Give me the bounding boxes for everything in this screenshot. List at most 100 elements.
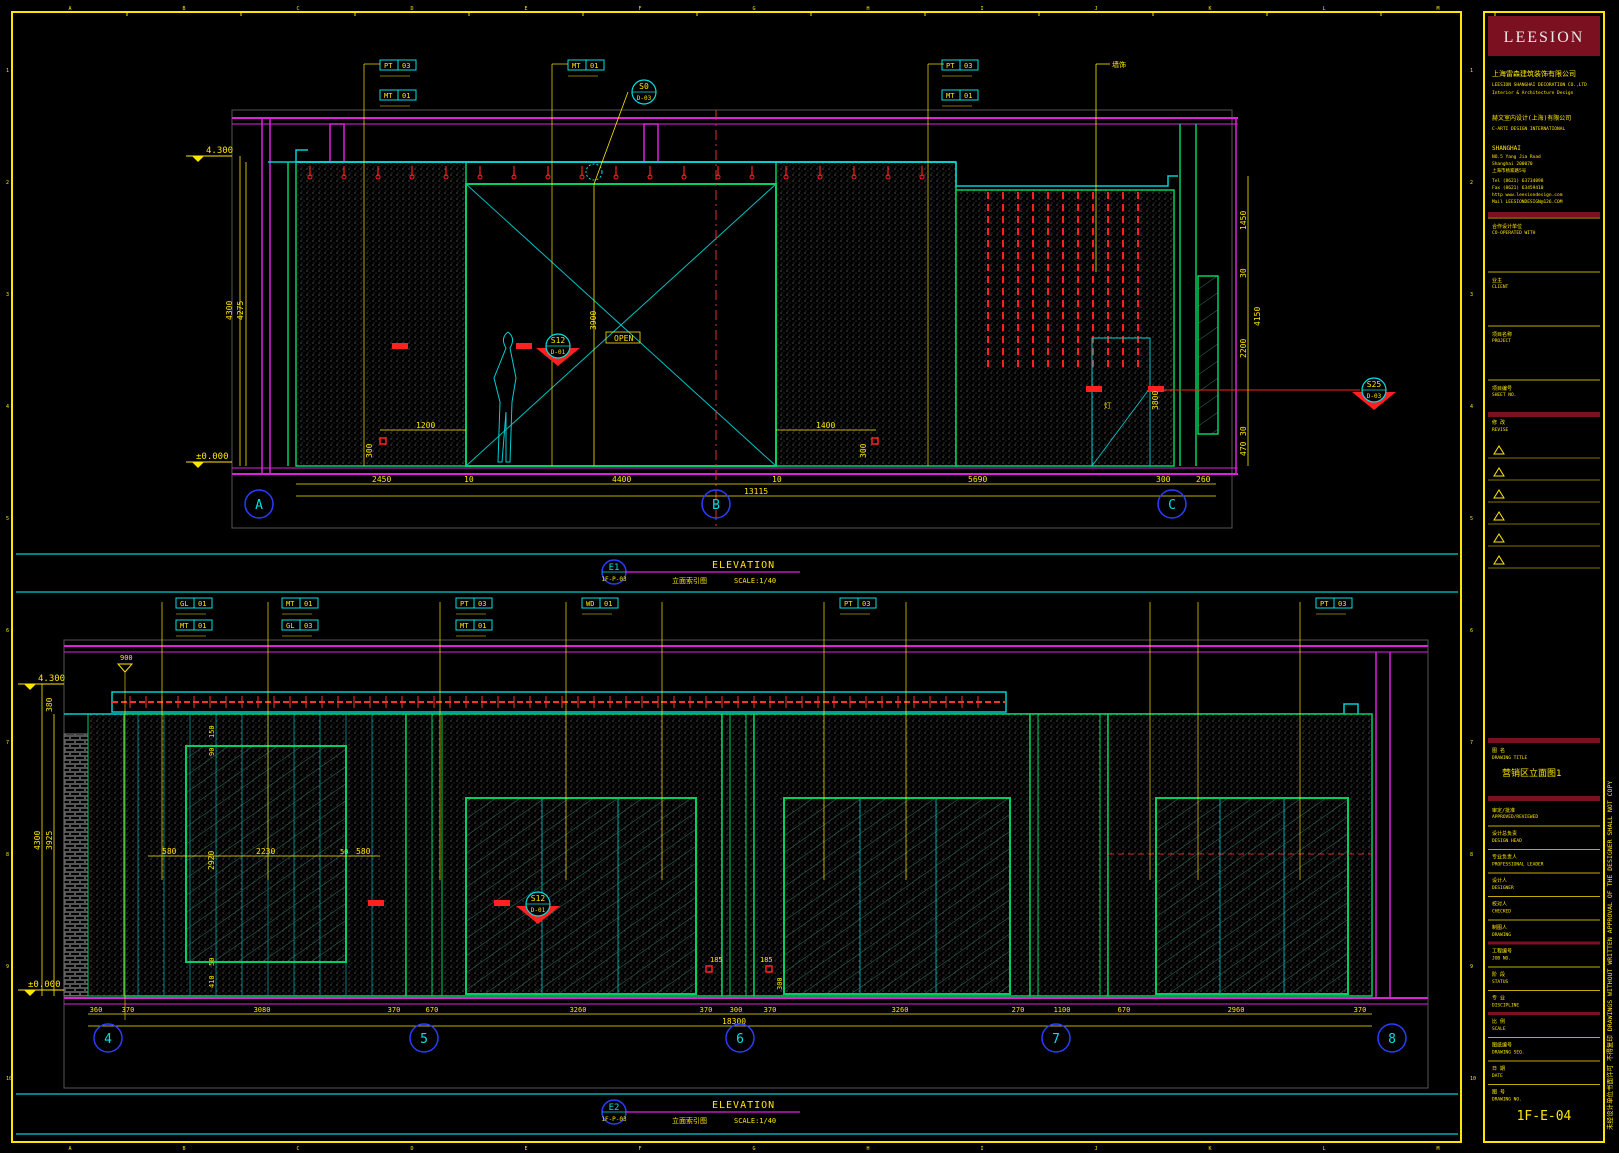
svg-text:PT: PT xyxy=(384,62,393,70)
tb-field-en: DRAWING NO. xyxy=(1492,1097,1522,1103)
e2-bottom-dim: 1100 xyxy=(1054,1006,1071,1014)
grid-row-label: 10 xyxy=(1470,1076,1476,1082)
tb-field-cn: 阶 段 xyxy=(1492,971,1505,978)
e2-frame-panel xyxy=(185,745,347,963)
tb-section-en: CLIENT xyxy=(1492,284,1509,290)
e2-glass-door-3 xyxy=(1155,797,1349,995)
svg-text:PT: PT xyxy=(946,62,955,70)
e1-bottom-dim-2: 10 xyxy=(464,475,474,484)
e1-section-tag-s25: S25 D-03 xyxy=(1352,377,1396,410)
svg-text:1F-P-03: 1F-P-03 xyxy=(601,1116,627,1123)
grid-col-label: D xyxy=(410,1146,413,1152)
svg-text:立面索引图: 立面索引图 xyxy=(672,1116,707,1125)
svg-text:PT: PT xyxy=(460,600,469,608)
e2-left-dim-3: 380 xyxy=(45,697,54,712)
e2-bottom-dim: 370 xyxy=(764,1006,777,1014)
e1-right-dim-2: 30 xyxy=(1239,268,1248,278)
grid-row-label: 9 xyxy=(6,964,9,970)
e1-inner-dim-5: 3900 xyxy=(589,311,598,330)
tb-field-en: DESIGN HEAD xyxy=(1492,838,1522,844)
grid-col-label: K xyxy=(1208,1146,1211,1152)
e1-bottom-dim-5: 5690 xyxy=(968,475,987,484)
svg-text:Interior & Architecture Design: Interior & Architecture Design xyxy=(1492,90,1574,96)
svg-text:REVISE: REVISE xyxy=(1492,427,1509,433)
e1-inner-dim-6: 3800 xyxy=(1151,391,1160,410)
tb-field-cn: 日 期 xyxy=(1492,1066,1505,1072)
grid-row-label: 6 xyxy=(6,628,9,634)
e1-human-figure xyxy=(493,331,517,463)
svg-text:D-01: D-01 xyxy=(551,349,566,356)
tb-section-cn: 项目编号 xyxy=(1492,385,1512,392)
e1-bottom-dim-4: 10 xyxy=(772,475,782,484)
e2-bottom-dim: 270 xyxy=(1012,1006,1025,1014)
svg-text:NO.5 Yang Jia Road: NO.5 Yang Jia Road xyxy=(1492,154,1541,160)
e2-bottom-dim: 370 xyxy=(388,1006,401,1014)
tb-section-en: PROJECT xyxy=(1492,338,1511,344)
svg-text:SCALE:1/40: SCALE:1/40 xyxy=(734,577,776,585)
svg-text:WD: WD xyxy=(586,600,594,608)
grid-row-label: 3 xyxy=(1470,292,1473,298)
e2-bottom-dim: 360 xyxy=(90,1006,103,1014)
revision-triangles xyxy=(1488,445,1600,569)
e1-inner-dim-3: 300 xyxy=(365,443,374,458)
svg-text:APPROVED/REVIEWED: APPROVED/REVIEWED xyxy=(1492,814,1538,820)
grid-row-label: 4 xyxy=(6,404,9,410)
svg-text:E2: E2 xyxy=(609,1103,620,1113)
tb-field-cn: 校对人 xyxy=(1492,901,1507,908)
e1-wall-finish-mid xyxy=(775,161,957,467)
svg-text:8: 8 xyxy=(1388,1032,1396,1047)
grid-row-label: 9 xyxy=(1470,964,1473,970)
grid-col-label: G xyxy=(752,6,755,12)
grid-col-label: I xyxy=(980,6,983,12)
svg-text:03: 03 xyxy=(1338,600,1346,608)
tb-field-en: PROFESSIONAL LEADER xyxy=(1492,862,1544,868)
svg-text:上海市杨家路5号: 上海市杨家路5号 xyxy=(1492,167,1527,174)
svg-text:D-03: D-03 xyxy=(637,95,652,102)
grid-col-label: K xyxy=(1208,6,1211,12)
tb-field-en: JOB NO. xyxy=(1492,956,1511,962)
copyright-note: 未经设计单位书面许可 不得复印 DRAWINGS WITHOUT WRITTEN… xyxy=(1605,781,1614,1130)
grid-row-label: 4 xyxy=(1470,404,1473,410)
tb-field-cn: 图纸编号 xyxy=(1492,1042,1512,1049)
e2-inner-dim-5: 2920 xyxy=(207,851,216,870)
e2-level-bottom: ±0.000 xyxy=(28,980,61,990)
e1-decorative-strands xyxy=(987,192,1139,372)
e1-overall-dim: 13115 xyxy=(744,487,768,496)
svg-text:6: 6 xyxy=(736,1032,744,1047)
e1-bottom-dim-7: 260 xyxy=(1196,475,1211,484)
tb-field-cn: 专 业 xyxy=(1492,995,1505,1002)
grid-row-label: 3 xyxy=(6,292,9,298)
e1-material-tag-4: PT 03 xyxy=(941,59,979,77)
e2-overall-dim: 18300 xyxy=(722,1017,746,1026)
svg-text:03: 03 xyxy=(402,62,410,70)
e1-title: E1 1F-P-03 ELEVATION 立面索引图 SCALE:1/40 xyxy=(16,553,1458,593)
e2-inner-dim-3: 50 xyxy=(340,848,348,856)
svg-text:Fax (8621) 63459410: Fax (8621) 63459410 xyxy=(1492,185,1544,191)
grid-col-label: C xyxy=(296,6,299,12)
tb-field-en: DISCIPLINE xyxy=(1492,1003,1519,1009)
e2-bottom-dim: 3260 xyxy=(892,1006,909,1014)
tb-field-cn: 工程编号 xyxy=(1492,948,1512,955)
e1-right-dim-1: 1450 xyxy=(1239,211,1248,230)
e1-right-dim-6: 470 xyxy=(1239,441,1248,456)
e1-small-note: 灯 xyxy=(1104,401,1111,410)
svg-text:C: C xyxy=(1168,498,1176,513)
grid-col-label: A xyxy=(68,6,71,12)
e2-inner-dim-12: 300 xyxy=(776,977,784,990)
e2-wall-panel-3 xyxy=(721,713,755,997)
svg-text:MT: MT xyxy=(946,92,955,100)
svg-text:MT: MT xyxy=(460,622,469,630)
svg-text:01: 01 xyxy=(604,600,612,608)
svg-text:03: 03 xyxy=(964,62,972,70)
grid-row-label: 7 xyxy=(1470,740,1473,746)
e2-bottom-dim: 3080 xyxy=(254,1006,271,1014)
e1-level-bottom: ±0.000 xyxy=(196,452,229,462)
